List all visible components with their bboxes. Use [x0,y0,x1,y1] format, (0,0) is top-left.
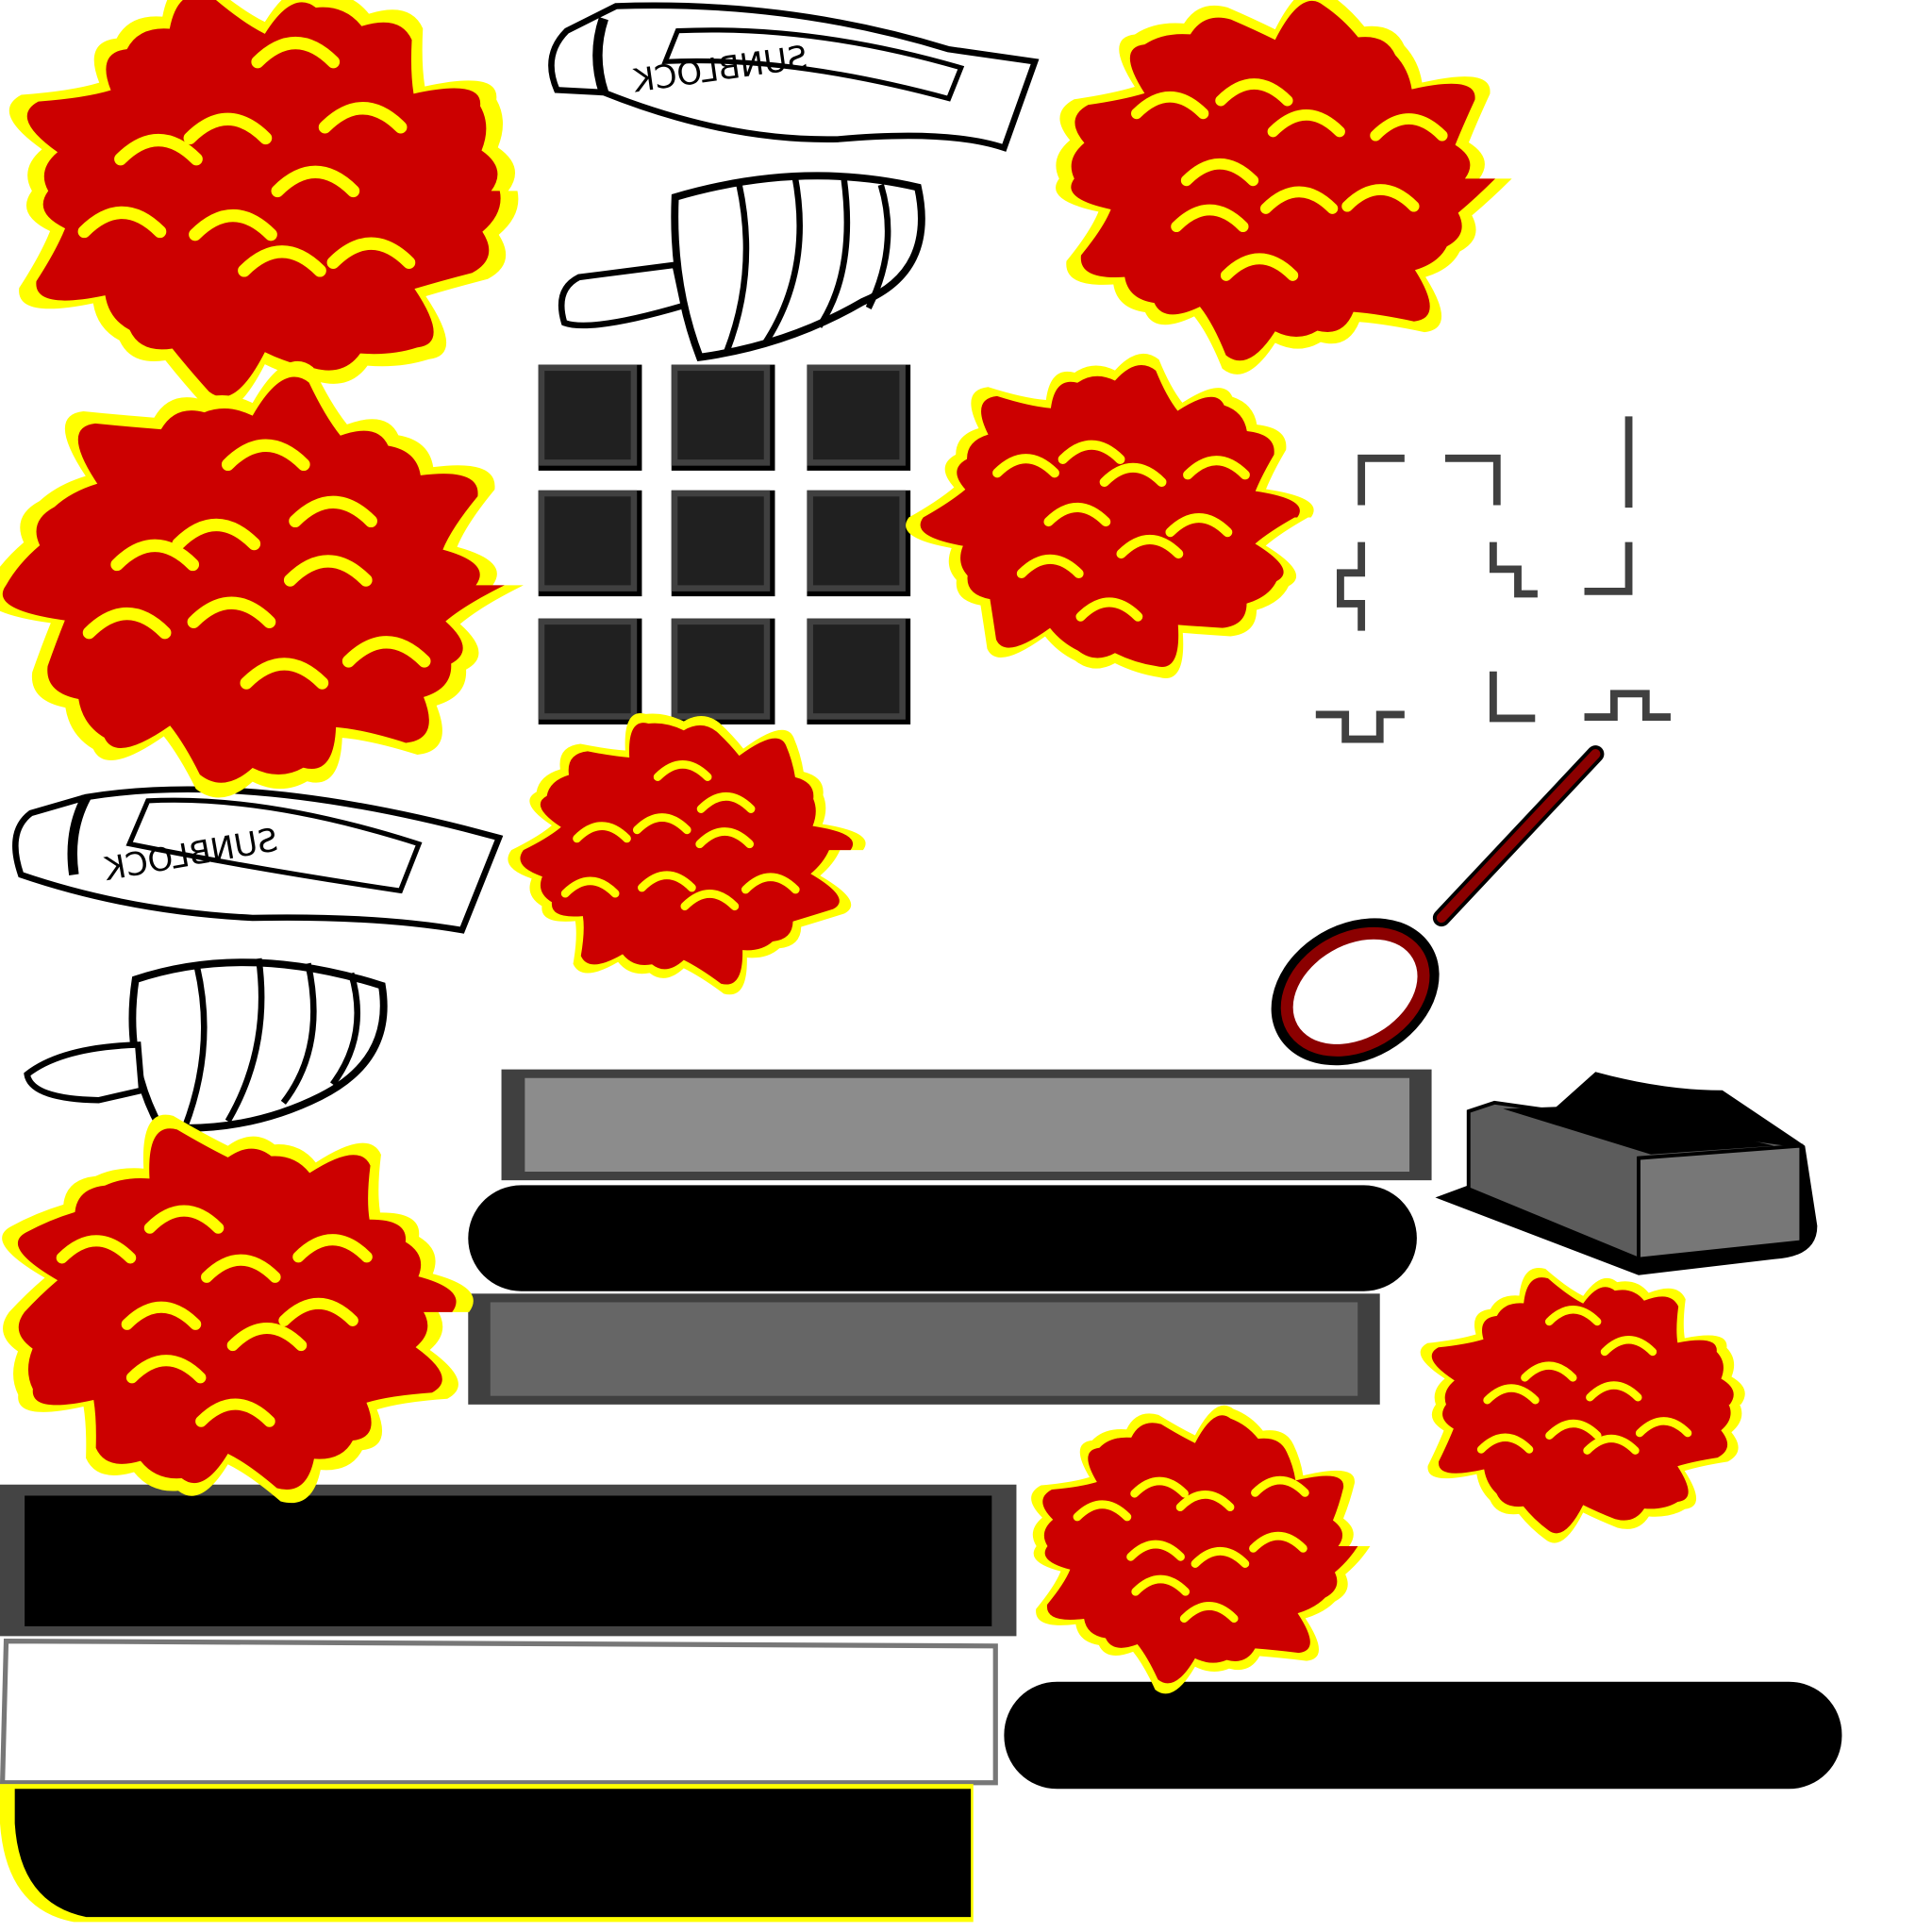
spoon-sprite [1271,745,1605,1066]
gray-bar-mid [468,1293,1380,1405]
dark-tile [671,490,775,597]
explosion-sprite [1031,1405,1371,1694]
sunblock-tube-2: SUNBLOCK [12,786,504,934]
explosion-sprite [0,360,524,798]
explosion-group [0,0,1745,1694]
dark-tile [538,364,642,471]
dark-tile [671,618,775,724]
dark-tile [671,364,775,471]
explosion-sprite [1420,1267,1745,1543]
black-panel-fill [14,1789,972,1918]
black-panel-bordered [0,1484,1017,1637]
explosion-sprite [2,1114,474,1504]
tube-cap-2 [24,958,388,1132]
dark-tile [538,618,642,724]
explosion-sprite [508,713,866,995]
white-panel [0,1638,998,1786]
dark-tile [538,490,642,597]
dark-tile [807,364,911,471]
explosion-sprite [906,353,1314,678]
tile-grid [538,364,911,724]
box-sprite [1435,1072,1818,1275]
sunblock-tube-1: SUNBLOCK [548,2,1040,152]
explosion-sprite [1056,0,1512,375]
black-rounded-bar-right [1004,1681,1842,1790]
explosion-sprite [8,0,519,412]
black-rounded-bar [468,1185,1417,1291]
gray-bar-light [501,1069,1432,1181]
tube-cap-1 [558,172,925,362]
corner-bracket-glyphs [1315,416,1671,743]
dark-tile [807,490,911,597]
dark-tile [807,618,911,724]
